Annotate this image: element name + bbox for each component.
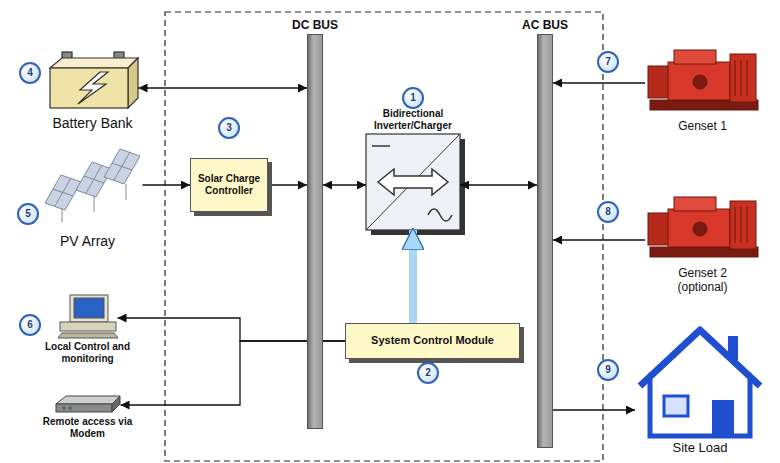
inverter-symbol [366,134,465,235]
node-label: Site Load [635,440,765,456]
connector-arrow [460,184,537,185]
process-box: Solar Charge Controller [190,158,268,212]
callout-number: 8 [597,201,619,223]
connector-arrow [139,87,308,88]
connector-arrow [553,239,645,240]
node-label: AC BUS [520,18,570,32]
node-label: DC BUS [290,18,340,32]
node-label: Local Control and monitoring [40,341,135,365]
node-label: Bidirectional Inverter/Charger [355,108,471,132]
control-arrow [409,230,417,323]
node-label: Battery Bank [45,115,140,132]
battery-icon [50,52,138,108]
genset-icon [648,50,758,110]
pv-array: PV Array [30,145,145,250]
icon-area [635,325,765,438]
process-box: System Control Module [345,323,520,359]
dc-bus-bar: DC BUS [290,18,340,429]
node-label: System Control Module [371,334,494,347]
connector-arrow [323,184,366,185]
system-boundary [165,12,603,461]
callout-number: 3 [218,117,240,139]
callout-number: 1 [402,87,424,109]
remote-modem: Remote access via Modem [40,394,135,440]
node-label: Genset 2 (optional) [668,266,738,295]
icon-area [58,295,118,339]
connector-arrow [268,184,307,185]
local-monitor: Local Control and monitoring [40,295,135,365]
connector-arrow [143,184,191,185]
house-icon [640,330,760,436]
ac-bus-bar: AC BUS [520,18,570,448]
icon-area [645,192,760,264]
pv-array-icon [45,149,140,222]
inverter-charger: Bidirectional Inverter/Charger [355,108,471,230]
bus-bar [307,34,323,429]
callout-number: 5 [17,203,39,225]
icon-area [47,58,139,113]
callout-number: 9 [597,359,619,381]
battery-bank: Battery Bank [45,58,140,132]
icon-area [33,145,143,231]
genset: Genset 2 (optional) [640,192,765,295]
node-label: Solar Charge Controller [195,173,263,197]
icon-area [366,134,460,230]
site-load: Site Load [635,325,765,456]
node-label: PV Array [30,233,145,250]
genset-icon [648,197,758,257]
icon-area [645,45,760,117]
connector-arrow [553,82,645,83]
genset: Genset 1 [640,45,765,133]
computer-icon [58,295,118,338]
node-label: Genset 1 [668,119,738,133]
modem-icon [56,396,120,412]
connector-arrow [553,409,635,410]
callout-number: 4 [19,62,41,84]
callout-number: 7 [597,51,619,73]
icon-area [55,394,121,414]
bus-bar [537,34,553,448]
callout-number: 6 [19,314,41,336]
node-label: Remote access via Modem [40,416,135,440]
callout-number: 2 [417,362,439,384]
